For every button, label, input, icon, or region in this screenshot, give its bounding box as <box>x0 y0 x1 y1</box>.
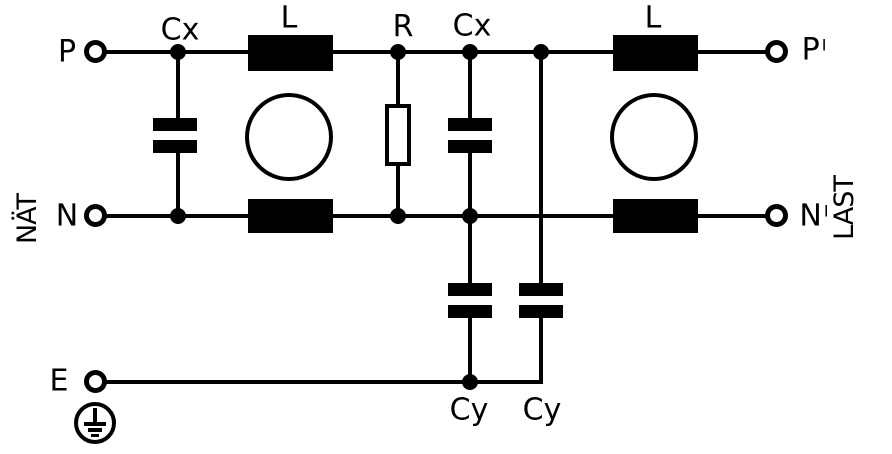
cap-y-right-plate <box>519 283 563 296</box>
cy-right-top-wire <box>539 50 543 284</box>
terminal-e-label: E <box>49 363 69 399</box>
choke-core-right-icon <box>610 93 698 181</box>
cap-y-right-label: Cy <box>522 392 562 428</box>
cy-right-bottom-wire <box>539 318 543 384</box>
junction-dot <box>462 374 478 390</box>
junction-dot <box>390 208 406 224</box>
terminal-p-out-prime: I <box>821 35 827 55</box>
inductor-left-bottom <box>248 199 333 233</box>
terminal-n-out <box>765 204 788 227</box>
neutral-rail-wire <box>105 214 770 218</box>
terminal-e <box>84 370 107 393</box>
junction-dot <box>170 208 186 224</box>
cap-x-left-plate <box>153 140 197 153</box>
inductor-right-label: L <box>644 0 662 36</box>
cap-x-mid-plate <box>448 118 492 131</box>
load-side-label: LAST <box>829 176 861 240</box>
terminal-n-label: N <box>55 198 79 234</box>
cap-x-left-label: Cx <box>160 12 200 48</box>
resistor-top-wire <box>396 50 400 105</box>
earth-bar-long <box>84 422 106 426</box>
cx-left-bottom-wire <box>176 153 180 218</box>
cx-left-top-wire <box>176 50 180 118</box>
choke-core-left-icon <box>245 93 333 181</box>
earth-stem <box>93 408 97 423</box>
cy-left-bottom-wire <box>468 318 472 384</box>
cap-x-left-plate <box>153 118 197 131</box>
cap-y-left-label: Cy <box>449 392 489 428</box>
junction-dot <box>170 44 186 60</box>
cx-mid-top-wire <box>468 50 472 118</box>
terminal-p-label: P <box>57 34 77 70</box>
protective-earth-icon <box>74 402 116 444</box>
junction-dot <box>533 44 549 60</box>
terminal-n-out-base: N <box>799 198 822 234</box>
cap-x-mid-label: Cx <box>452 8 492 44</box>
resistor-bottom-wire <box>396 164 400 218</box>
earth-bar-short <box>91 434 99 437</box>
resistor-body <box>385 104 411 166</box>
terminal-n-out-prime: I <box>823 201 829 221</box>
cap-y-left-plate <box>448 283 492 296</box>
cap-y-left-plate <box>448 305 492 318</box>
junction-dot <box>390 44 406 60</box>
junction-dot <box>462 208 478 224</box>
mains-side-label: NÄT <box>12 193 44 245</box>
earth-rail-wire <box>104 380 543 384</box>
phase-rail-wire <box>105 50 770 54</box>
inductor-left-top <box>248 35 333 71</box>
terminal-n <box>84 204 107 227</box>
junction-dot <box>462 44 478 60</box>
terminal-p <box>84 40 107 63</box>
terminal-p-out <box>765 40 788 63</box>
cap-y-right-plate <box>519 305 563 318</box>
earth-bar-medium <box>88 428 102 432</box>
inductor-right-top <box>613 35 698 71</box>
terminal-p-out-base: P <box>801 32 820 68</box>
inductor-left-label: L <box>280 0 298 36</box>
cap-x-mid-plate <box>448 140 492 153</box>
resistor-label: R <box>392 9 414 45</box>
inductor-right-bottom <box>613 199 698 233</box>
